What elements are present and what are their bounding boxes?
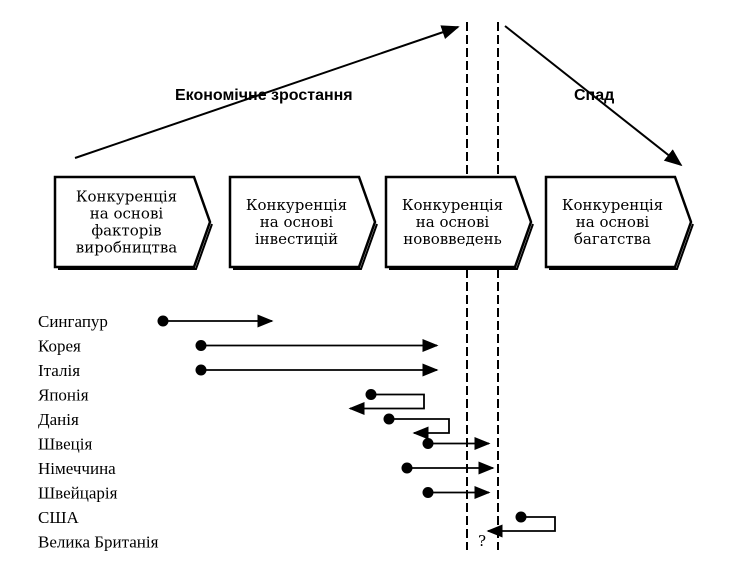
decline-trend-arrow <box>504 25 683 167</box>
country-label: Японія <box>38 386 89 405</box>
stage-1-line-4: виробництва <box>76 239 177 257</box>
country-row: Швейцарія <box>38 484 491 503</box>
position-dot <box>195 364 207 376</box>
country-row: Німеччина <box>38 459 495 478</box>
country-row: Корея <box>38 337 439 356</box>
country-label: Швеція <box>38 435 92 454</box>
position-dot <box>157 315 169 327</box>
country-row: Велика Британія <box>38 533 159 552</box>
country-row: Швеція <box>38 435 491 454</box>
phase-label-growth: Економічне зростання <box>175 87 353 104</box>
country-row: Японія <box>38 386 425 415</box>
stage-3-line-3: нововведень <box>403 230 502 248</box>
country-label: Сингапур <box>38 312 108 331</box>
stage-3-line-2: на основі <box>416 213 490 231</box>
country-row: Данія <box>38 410 450 440</box>
country-label: Швейцарія <box>38 484 118 503</box>
country-label: Велика Британія <box>38 533 159 552</box>
stage-2-line-2: на основі <box>260 213 334 231</box>
stage-3-line-1: Конкуренція <box>402 196 503 214</box>
stage-4-line-2: на основі <box>576 213 650 231</box>
position-dot <box>195 340 207 351</box>
stage-2-line-1: Конкуренція <box>246 196 347 214</box>
position-dot <box>383 413 395 425</box>
stage-1-line-1: Конкуренція <box>76 188 177 206</box>
phase-label-decline: Спад <box>574 87 614 104</box>
unknown-marker: ? <box>478 532 486 550</box>
country-label: Німеччина <box>38 459 116 478</box>
country-label: Данія <box>38 410 79 429</box>
stage-1-line-3: факторів <box>91 222 161 240</box>
position-dot <box>515 511 527 523</box>
country-label: США <box>38 508 79 527</box>
country-row: США <box>38 508 556 538</box>
country-label: Корея <box>38 337 81 356</box>
trajectory-arrow-loop <box>486 516 556 538</box>
position-dot <box>365 389 377 400</box>
stage-4-line-3: багатства <box>574 230 651 248</box>
stage-1-line-2: на основі <box>90 205 164 223</box>
position-dot <box>422 487 434 498</box>
position-dot <box>422 438 434 449</box>
country-row: Італія <box>38 361 439 380</box>
growth-trend-arrow <box>74 25 460 159</box>
position-dot <box>401 462 413 474</box>
trajectory-arrow-loop <box>348 393 425 415</box>
stage-2-line-3: інвестицій <box>255 230 338 248</box>
trajectory-arrow-loop <box>389 418 450 440</box>
country-label: Італія <box>38 361 80 380</box>
country-row: Сингапур <box>38 312 274 331</box>
stage-4-line-1: Конкуренція <box>562 196 663 214</box>
